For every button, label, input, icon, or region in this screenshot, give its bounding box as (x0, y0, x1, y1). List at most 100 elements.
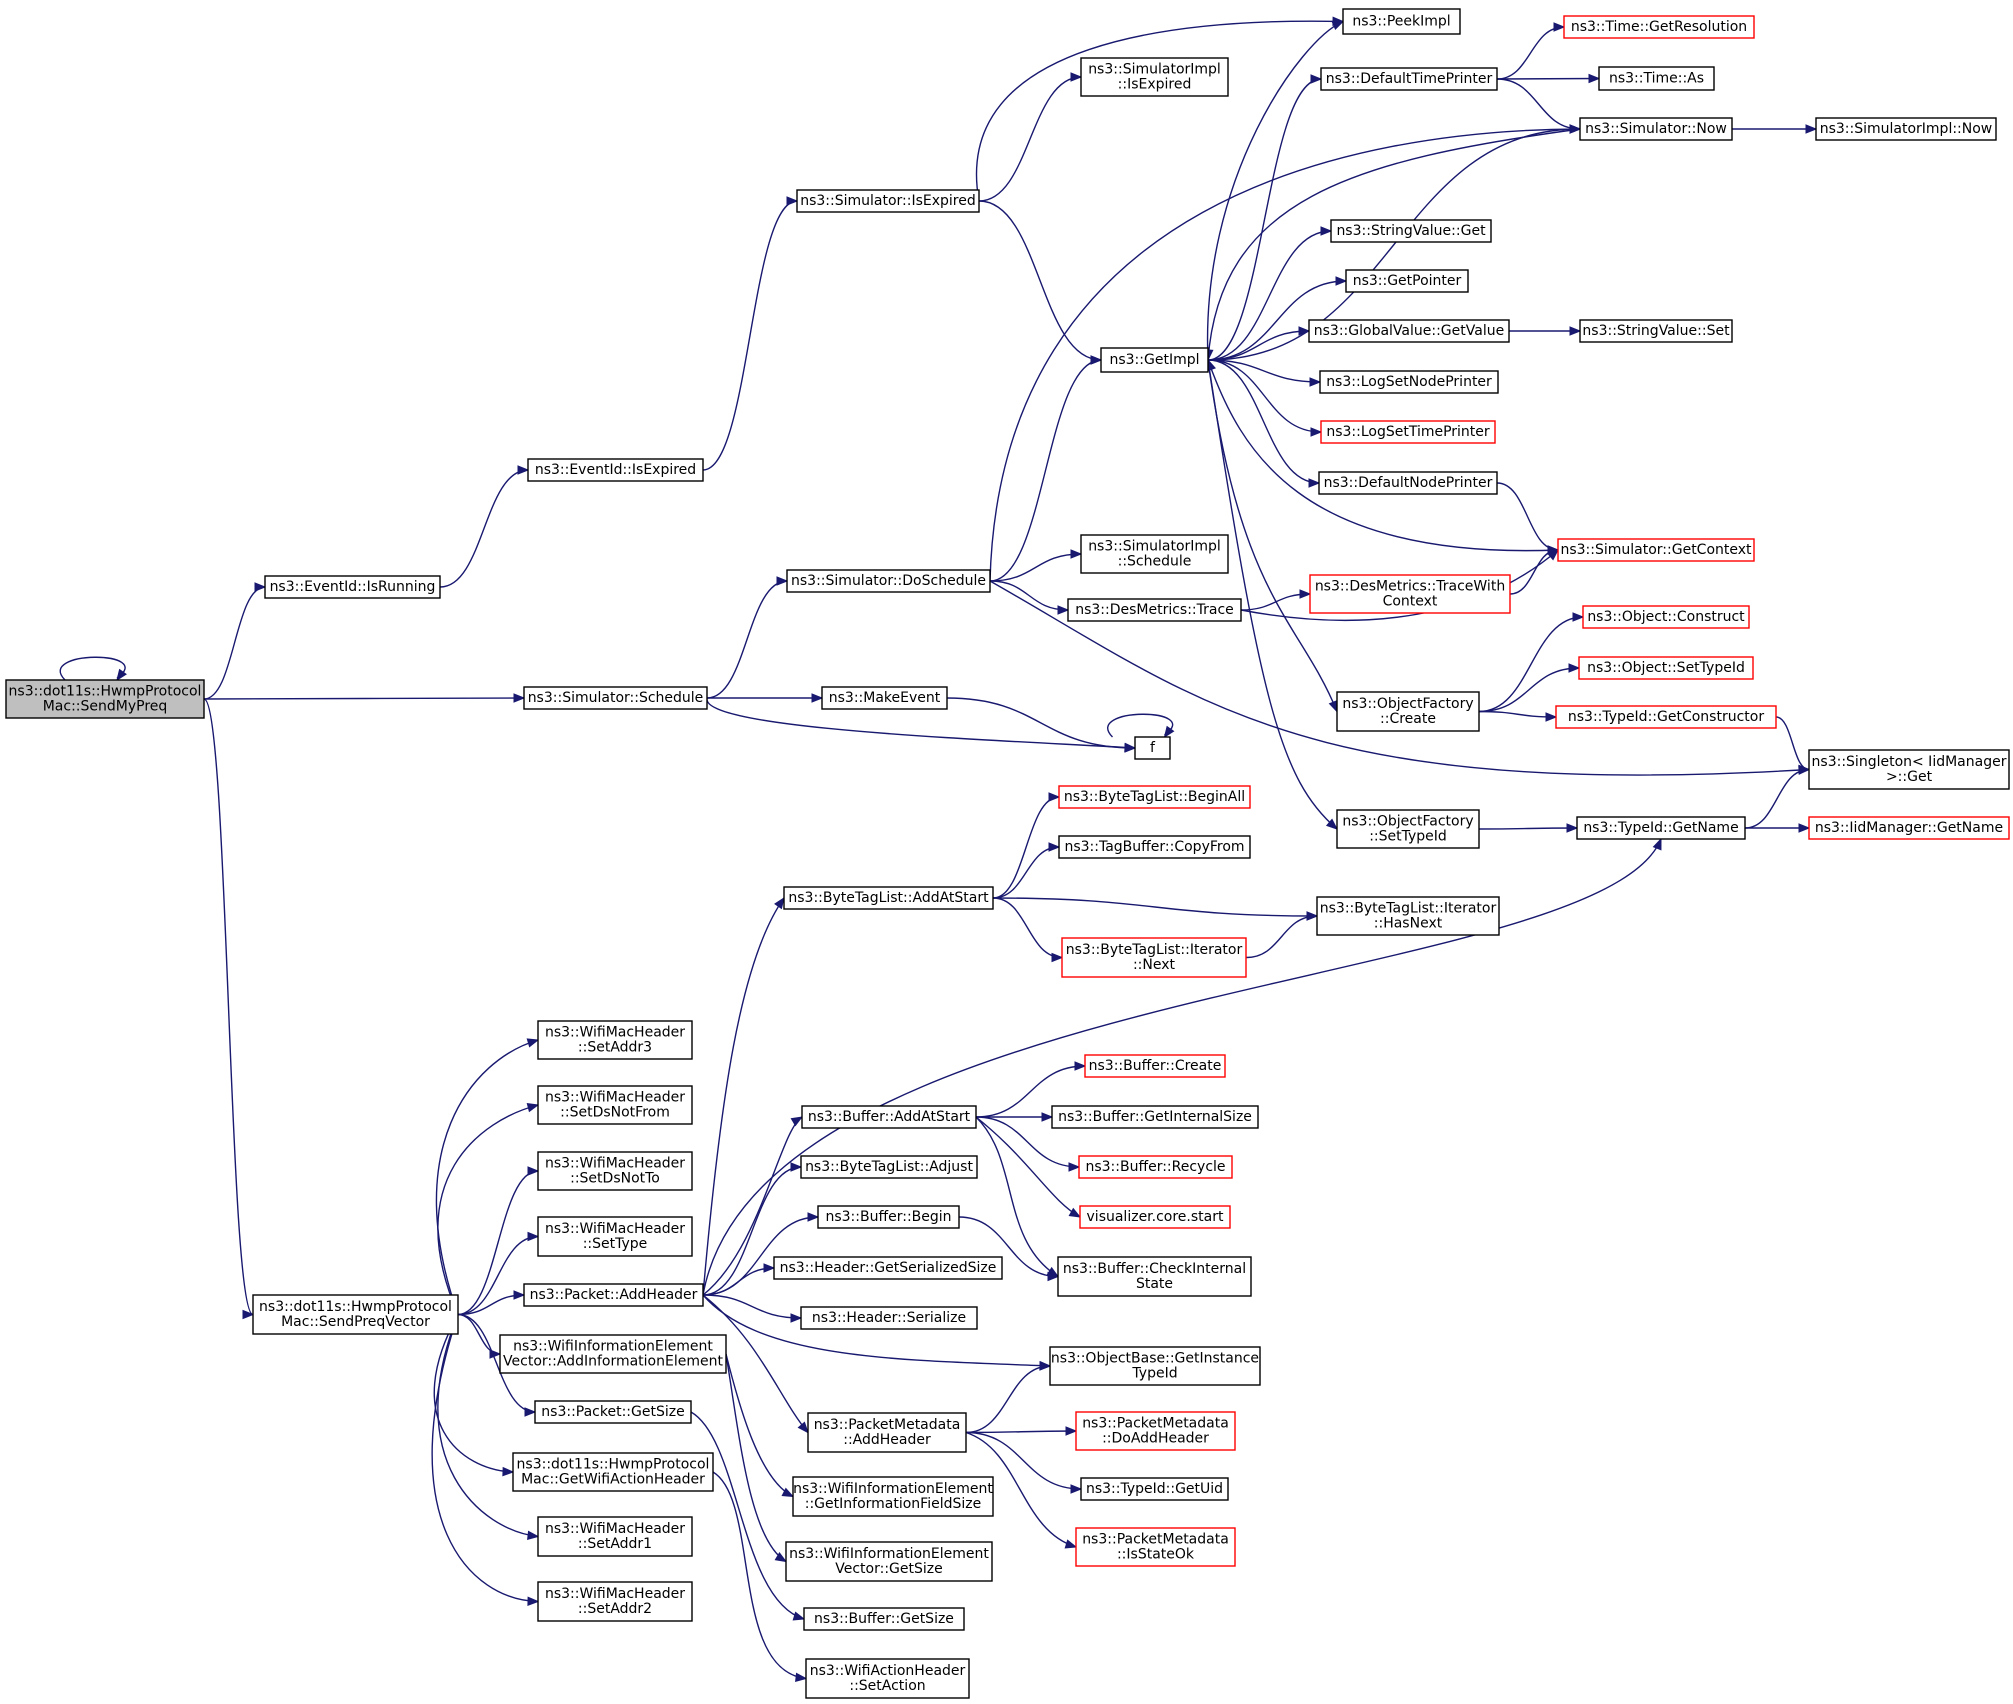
graph-node-simImplNow[interactable]: ns3::SimulatorImpl::Now (1815, 117, 1997, 141)
graph-node-label: ns3::WifiMacHeader (545, 1156, 685, 1172)
graph-node-packetGetSize[interactable]: ns3::Packet::GetSize (534, 1400, 692, 1424)
graph-node-box (800, 1306, 978, 1330)
graph-node-globalValueGetValue[interactable]: ns3::GlobalValue::GetValue (1308, 319, 1510, 343)
graph-node-btlIterHasNext[interactable]: ns3::ByteTagList::Iterator::HasNext (1316, 896, 1500, 936)
graph-node-iidGetName[interactable]: ns3::IidManager::GetName (1808, 816, 2010, 840)
graph-node-typeIdGetConstructor[interactable]: ns3::TypeId::GetConstructor (1555, 705, 1777, 729)
graph-node-objectSetTypeId[interactable]: ns3::Object::SetTypeId (1578, 656, 1754, 680)
graph-node-stringValueSet[interactable]: ns3::StringValue::Set (1579, 319, 1733, 343)
graph-node-bufferRecycle[interactable]: ns3::Buffer::Recycle (1078, 1155, 1233, 1179)
graph-node-timeGetResolution[interactable]: ns3::Time::GetResolution (1563, 15, 1755, 39)
graph-node-f[interactable]: f (1134, 736, 1171, 760)
graph-node-label: ns3::ByteTagList::Adjust (805, 1159, 973, 1175)
graph-node-logSetNodePrinter[interactable]: ns3::LogSetNodePrinter (1319, 370, 1499, 394)
graph-node-label: f (1150, 740, 1156, 756)
graph-edge-line (457, 1313, 536, 1413)
graph-node-label: ns3::Simulator::GetContext (1560, 542, 1752, 558)
graph-node-box (1557, 538, 1755, 562)
graph-node-setDsNotTo[interactable]: ns3::WifiMacHeader::SetDsNotTo (537, 1151, 693, 1191)
graph-node-objFactorySetTypeId[interactable]: ns3::ObjectFactory::SetTypeId (1336, 809, 1480, 849)
graph-node-setAddr2[interactable]: ns3::WifiMacHeader::SetAddr2 (537, 1581, 693, 1622)
graph-node-logSetTimePrinter[interactable]: ns3::LogSetTimePrinter (1320, 420, 1496, 444)
graph-node-getWifiActionHeader[interactable]: ns3::dot11s::HwmpProtocolMac::GetWifiAct… (512, 1452, 714, 1492)
graph-edge-getImpl-to-defaultTimePrinter (1207, 74, 1323, 361)
graph-node-tagBufferCopyFrom[interactable]: ns3::TagBuffer::CopyFrom (1058, 835, 1251, 859)
graph-node-box (783, 886, 994, 910)
graph-node-typeIdGetName[interactable]: ns3::TypeId::GetName (1576, 816, 1746, 840)
graph-node-label: ns3::EventId::IsRunning (270, 579, 436, 595)
graph-node-setDsNotFrom[interactable]: ns3::WifiMacHeader::SetDsNotFrom (537, 1085, 693, 1125)
graph-node-btlAdjust[interactable]: ns3::ByteTagList::Adjust (800, 1155, 978, 1179)
graph-node-box (1582, 605, 1750, 629)
graph-node-timeAs[interactable]: ns3::Time::As (1598, 66, 1715, 91)
graph-node-label: ns3::Simulator::Schedule (528, 690, 704, 706)
graph-node-box (523, 686, 708, 710)
graph-node-btlBeginAll[interactable]: ns3::ByteTagList::BeginAll (1058, 785, 1251, 809)
graph-node-wieAddInfo[interactable]: ns3::WifiInformationElementVector::AddIn… (499, 1334, 727, 1374)
graph-node-label: ::SetDsNotFrom (560, 1105, 670, 1121)
graph-node-box (801, 1105, 977, 1129)
graph-node-singletonGet[interactable]: ns3::Singleton< IidManager >::Get (1808, 749, 2010, 790)
graph-node-sendPreqVector[interactable]: ns3::dot11s::HwmpProtocolMac::SendPreqVe… (252, 1294, 459, 1335)
graph-node-box (1330, 219, 1492, 243)
graph-node-setAddr1[interactable]: ns3::WifiMacHeader::SetAddr1 (537, 1516, 693, 1557)
graph-node-headerSerialize[interactable]: ns3::Header::Serialize (800, 1306, 978, 1330)
graph-node-defaultTimePrinter[interactable]: ns3::DefaultTimePrinter (1320, 67, 1498, 91)
graph-node-simIsExpired[interactable]: ns3::Simulator::IsExpired (796, 189, 980, 213)
graph-node-pmAddHeader[interactable]: ns3::PacketMetadata::AddHeader (807, 1412, 967, 1453)
graph-node-label: Mac::SendPreqVector (281, 1314, 430, 1330)
graph-node-simSchedule[interactable]: ns3::Simulator::Schedule (523, 686, 708, 710)
graph-node-pmDoAddHeader[interactable]: ns3::PacketMetadata::DoAddHeader (1075, 1411, 1236, 1451)
graph-node-simImplSchedule[interactable]: ns3::SimulatorImpl::Schedule (1080, 534, 1229, 574)
graph-node-bufferCreate[interactable]: ns3::Buffer::Create (1084, 1054, 1226, 1078)
graph-node-packetAddHeader[interactable]: ns3::Packet::AddHeader (523, 1283, 704, 1307)
graph-node-headerGetSerializedSize[interactable]: ns3::Header::GetSerializedSize (773, 1256, 1003, 1280)
graph-node-makeEvent[interactable]: ns3::MakeEvent (821, 686, 948, 710)
graph-node-label: ::SetType (583, 1236, 648, 1252)
graph-node-isRunning[interactable]: ns3::EventId::IsRunning (264, 575, 441, 599)
graph-edge-packetAddHeader-to-btlAddAtStart (702, 896, 785, 1296)
graph-node-objectConstruct[interactable]: ns3::Object::Construct (1582, 605, 1750, 629)
graph-node-vizCoreStart[interactable]: visualizer.core.start (1079, 1205, 1231, 1229)
graph-node-eventIsExpired[interactable]: ns3::EventId::IsExpired (527, 458, 704, 482)
graph-node-wifiActionSetAction[interactable]: ns3::WifiActionHeader::SetAction (805, 1658, 970, 1699)
graph-node-btlIterNext[interactable]: ns3::ByteTagList::Iterator::Next (1061, 937, 1247, 978)
graph-node-getImpl[interactable]: ns3::GetImpl (1100, 347, 1209, 373)
graph-node-peekImpl[interactable]: ns3::PeekImpl (1342, 8, 1461, 35)
graph-node-bufferAddAtStart[interactable]: ns3::Buffer::AddAtStart (801, 1105, 977, 1129)
graph-edge-line (725, 1353, 787, 1563)
graph-node-objFactoryCreate[interactable]: ns3::ObjectFactory::Create (1336, 691, 1480, 732)
graph-node-simNow[interactable]: ns3::Simulator::Now (1579, 117, 1733, 141)
graph-node-pmIsStateOk[interactable]: ns3::PacketMetadata::IsStateOk (1075, 1527, 1236, 1567)
graph-edge-line (1775, 716, 1810, 771)
graph-node-box (5, 679, 205, 719)
graph-edge-sendPreqVector-to-wieAddInfo (457, 1313, 502, 1359)
graph-edge-arrowhead (774, 1552, 788, 1563)
graph-node-doSchedule[interactable]: ns3::Simulator::DoSchedule (786, 569, 991, 593)
graph-node-btlAddAtStart[interactable]: ns3::ByteTagList::AddAtStart (783, 886, 994, 910)
graph-node-bufferBegin[interactable]: ns3::Buffer::Begin (817, 1205, 960, 1229)
graph-node-stringValueGet[interactable]: ns3::StringValue::Get (1330, 219, 1492, 243)
graph-node-desTrace[interactable]: ns3::DesMetrics::Trace (1067, 598, 1242, 622)
graph-node-setType[interactable]: ns3::WifiMacHeader::SetType (537, 1216, 693, 1257)
graph-node-defaultNodePrinter[interactable]: ns3::DefaultNodePrinter (1318, 471, 1498, 495)
graph-node-getPointer[interactable]: ns3::GetPointer (1345, 269, 1469, 293)
graph-node-simGetContext[interactable]: ns3::Simulator::GetContext (1557, 538, 1755, 562)
graph-node-label: ::Create (1380, 711, 1436, 727)
graph-node-setAddr3[interactable]: ns3::WifiMacHeader::SetAddr3 (537, 1020, 693, 1060)
graph-node-wieGetInfoFieldSize[interactable]: ns3::WifiInformationElement::GetInformat… (792, 1476, 994, 1517)
graph-node-wieVectorGetSize[interactable]: ns3::WifiInformationElementVector::GetSi… (785, 1541, 993, 1582)
graph-edge-typeIdGetName-to-iidGetName (1744, 823, 1811, 833)
graph-node-label: ::Next (1133, 957, 1176, 973)
graph-node-simImplIsExpired[interactable]: ns3::SimulatorImpl::IsExpired (1080, 57, 1229, 97)
graph-edge-arrowhead (1310, 427, 1323, 437)
graph-edge-arrowhead (1335, 276, 1348, 286)
graph-node-typeIdGetUid[interactable]: ns3::TypeId::GetUid (1080, 1477, 1229, 1501)
graph-node-bufferGetInternalSize[interactable]: ns3::Buffer::GetInternalSize (1051, 1105, 1259, 1129)
graph-edge-btlAddAtStart-to-tagBufferCopyFrom (992, 842, 1061, 899)
graph-node-bufferGetSize[interactable]: ns3::Buffer::GetSize (803, 1607, 965, 1631)
